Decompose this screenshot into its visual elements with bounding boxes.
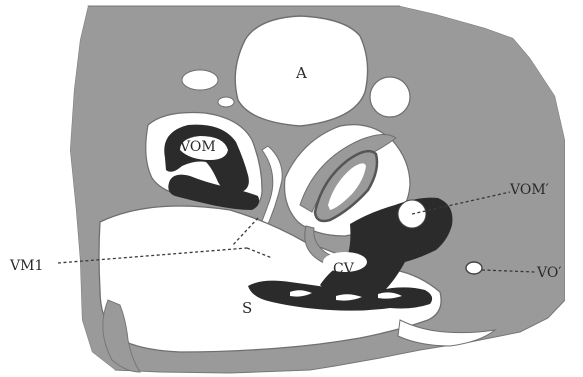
label-CV: CV <box>333 261 355 277</box>
vo-prime-opening <box>466 262 482 274</box>
label-A: A <box>295 64 307 82</box>
label-VOM-prime: VOM′ <box>509 182 549 198</box>
label-S: S <box>242 299 252 317</box>
small-cavity-tiny <box>218 97 234 107</box>
small-cavity-right-of-A <box>370 77 410 117</box>
small-cavity-left-of-A <box>182 70 218 90</box>
label-VO-prime: VO′ <box>536 265 562 281</box>
label-VM1: VM1 <box>9 258 43 274</box>
label-VOM: VOM <box>179 139 216 155</box>
